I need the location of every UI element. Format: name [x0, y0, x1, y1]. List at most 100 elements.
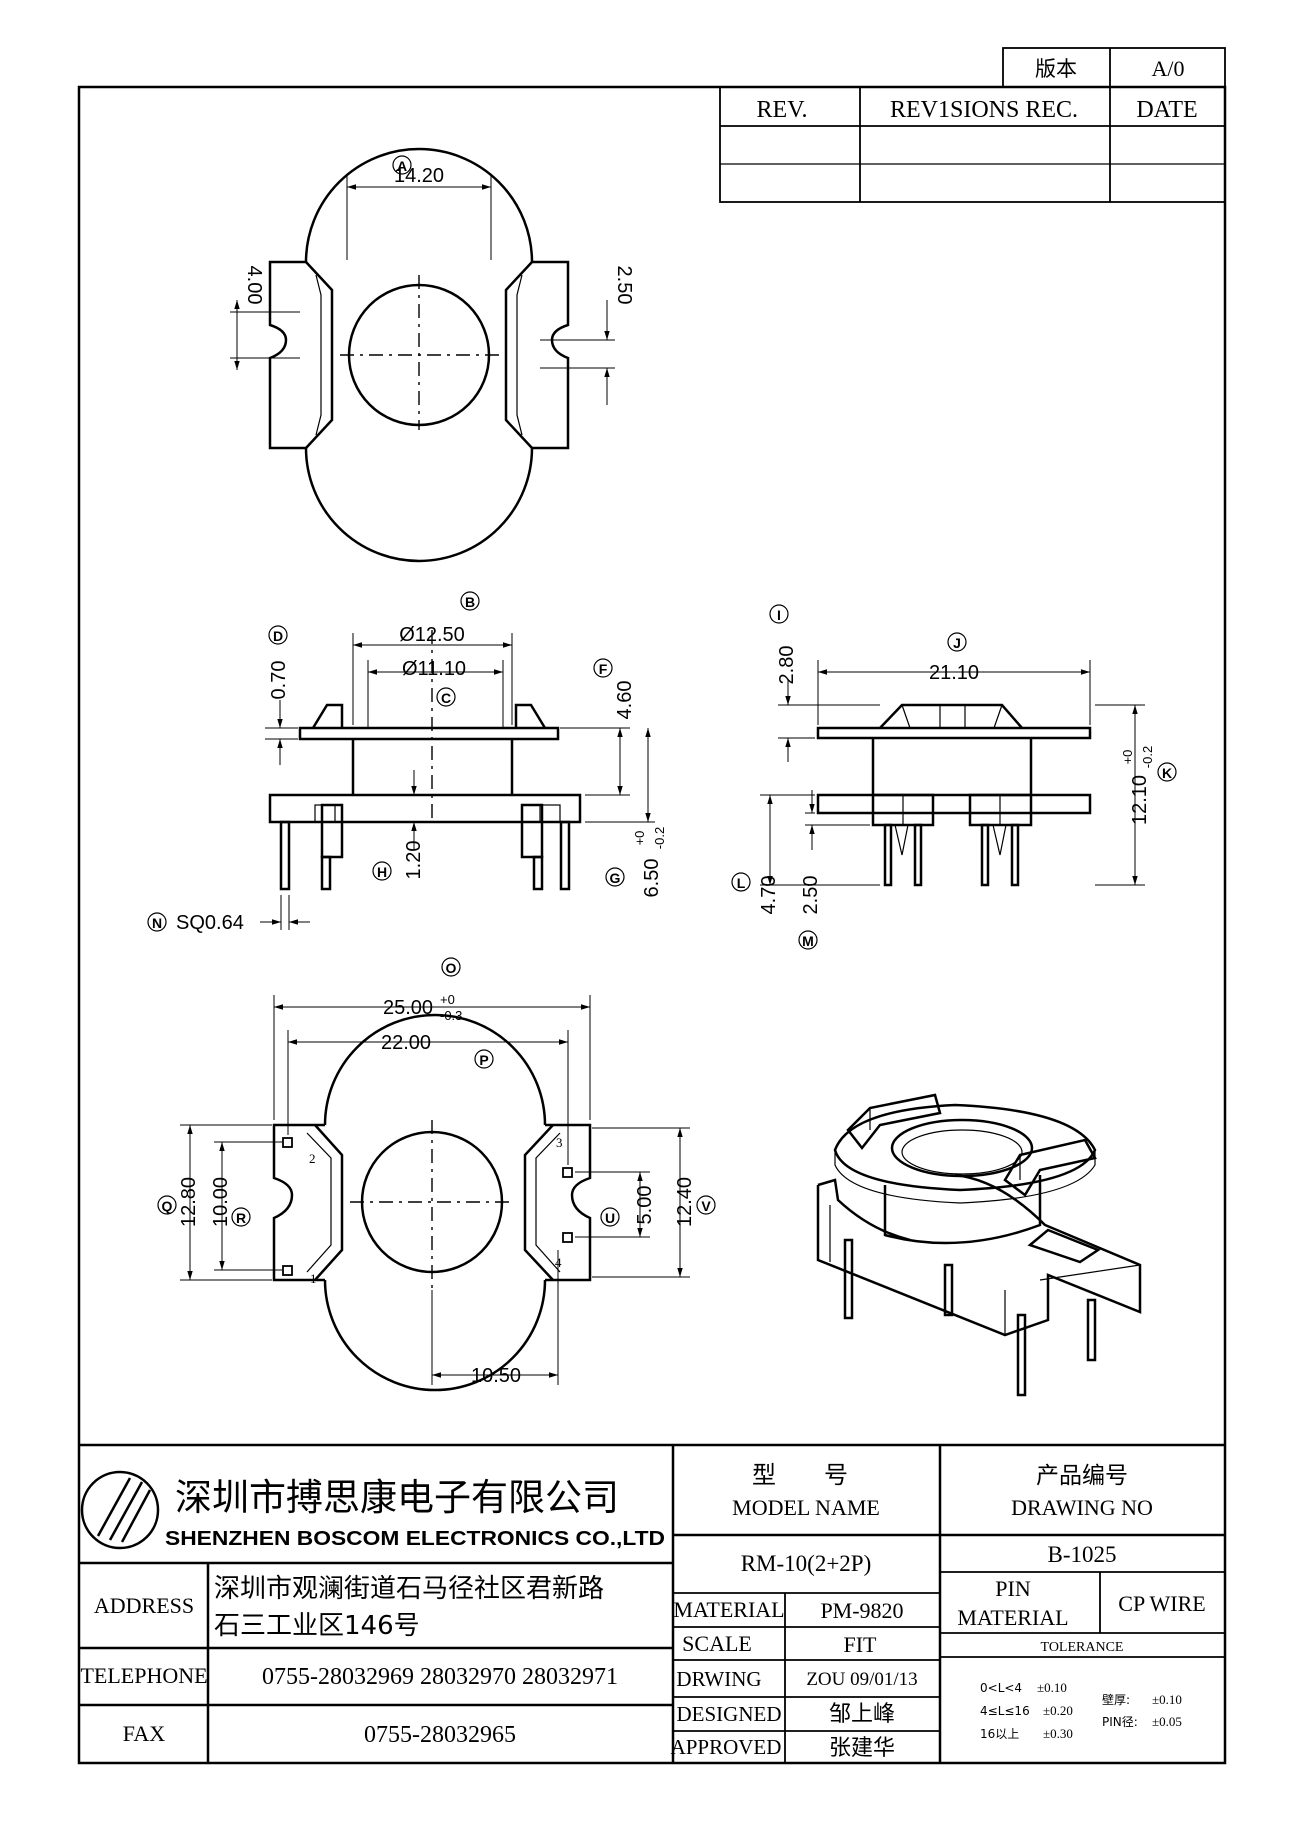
bottom-dim-q: 12.80 — [178, 1177, 200, 1227]
label-u: U — [605, 1210, 615, 1226]
top-view: 14.20 A 4.00 2.50 — [230, 147, 635, 563]
pin-material-label-1: PIN — [995, 1576, 1031, 1601]
label-f: F — [599, 661, 608, 677]
drwing-value: ZOU 09/01/13 — [806, 1669, 917, 1690]
scale-label: SCALE — [682, 1631, 752, 1656]
pin-material-value: CP WIRE — [1118, 1591, 1205, 1616]
fax-label: FAX — [123, 1721, 165, 1746]
revisions-header: REV1SIONS REC. — [890, 97, 1078, 123]
label-p: P — [479, 1052, 488, 1068]
label-b: B — [465, 594, 475, 610]
company-logo — [80, 1470, 160, 1550]
company-name-en: SHENZHEN BOSCOM ELECTRONICS CO.,LTD — [165, 1528, 665, 1550]
scale-value: FIT — [844, 1632, 878, 1657]
bottom-dim-overall-tol-lower: -0.3 — [440, 1008, 462, 1023]
title-block: 深圳市搏思康电子有限公司 SHENZHEN BOSCOM ELECTRONICS… — [79, 1443, 1225, 1763]
pin-material-label-2: MATERIAL — [957, 1605, 1068, 1630]
label-j: J — [953, 635, 961, 651]
model-label-en: MODEL NAME — [732, 1495, 880, 1520]
front-dim-pin: SQ0.64 — [176, 912, 244, 934]
bottom-dim-v: 12.40 — [674, 1177, 696, 1227]
version-label: 版本 — [1035, 57, 1077, 81]
tolerance-range-2: 4≤L≤16 — [980, 1704, 1030, 1718]
tolerance-value-2: ±0.20 — [1043, 1703, 1073, 1718]
approved-label: APPROVED — [671, 1735, 782, 1759]
pin-2: 2 — [309, 1151, 316, 1166]
address-line2: 石三工业区146号 — [214, 1611, 420, 1641]
front-dim-height-f: 4.60 — [614, 681, 636, 720]
label-r: R — [236, 1210, 246, 1226]
tolerance-value-3: ±0.30 — [1043, 1726, 1073, 1741]
label-a: A — [397, 158, 407, 174]
bottom-dim-r: 10.00 — [210, 1177, 232, 1227]
label-l: L — [737, 875, 746, 891]
side-dim-m: 2.50 — [800, 876, 822, 915]
front-view: Ø12.50 Ø11.10 B C D F 0.70 4.60 6.50 +0 … — [147, 591, 667, 934]
pin-3: 3 — [556, 1135, 563, 1150]
label-h: H — [377, 864, 387, 880]
wall-value: ±0.10 — [1152, 1692, 1182, 1707]
address-line1: 深圳市观澜街道石马径社区君新路 — [214, 1574, 604, 1604]
front-dim-total-g-tol-lower: -0.2 — [652, 827, 667, 849]
designed-value: 邹上峰 — [829, 1702, 895, 1727]
label-n: N — [152, 915, 162, 931]
side-dim-top: 2.80 — [776, 646, 798, 685]
address-label: ADDRESS — [94, 1593, 194, 1618]
drwing-label: DRWING — [676, 1667, 761, 1691]
version-value: A/0 — [1152, 56, 1185, 81]
label-k: K — [1162, 765, 1172, 781]
side-dim-width: 21.10 — [929, 662, 979, 684]
bottom-dim-pitch: 22.00 — [381, 1032, 431, 1054]
revision-block: 版本 A/0 REV. REV1SIONS REC. DATE — [719, 47, 1226, 203]
label-g: G — [610, 870, 621, 886]
side-dim-l: 4.70 — [758, 876, 780, 915]
company-name-cn: 深圳市搏思康电子有限公司 — [175, 1476, 619, 1519]
date-header: DATE — [1136, 97, 1197, 123]
tolerance-label: TOLERANCE — [1041, 1640, 1124, 1655]
bottom-dim-overall-tol-upper: +0 — [440, 992, 455, 1007]
bottom-view: 1 2 3 4 25.00 +0 -0.3 O 22.00 P 12.80 Q … — [157, 957, 716, 1392]
model-label-cn: 型 号 — [752, 1461, 848, 1489]
drawing-no-value: B-1025 — [1048, 1542, 1117, 1567]
label-o: O — [446, 960, 457, 976]
label-m: M — [802, 933, 814, 949]
side-view: 21.10 J I 2.80 12.10 +0 -0.2 K 4.70 L 2.… — [731, 604, 1177, 950]
pin-1: 1 — [310, 1271, 317, 1286]
top-dim-width: 14.20 — [394, 165, 444, 187]
telephone-label: TELEPHONE — [80, 1663, 207, 1688]
rev-header: REV. — [757, 97, 808, 123]
designed-label: DESIGNED — [677, 1702, 782, 1726]
label-v: V — [701, 1198, 711, 1214]
pin-dia-label: PIN径: — [1102, 1715, 1138, 1729]
wall-label: 壁厚: — [1102, 1692, 1130, 1707]
material-label: MATERIAL — [673, 1597, 784, 1622]
drawing-border — [77, 85, 1227, 1765]
material-value: PM-9820 — [820, 1598, 903, 1623]
tolerance-value-1: ±0.10 — [1037, 1680, 1067, 1695]
front-dim-flange: 0.70 — [268, 661, 290, 700]
side-dim-height-k-tol-upper: +0 — [1120, 750, 1135, 765]
bottom-dim-overall: 25.00 — [383, 997, 433, 1019]
fax-value: 0755-28032965 — [364, 1722, 516, 1748]
pin-dia-value: ±0.05 — [1152, 1714, 1182, 1729]
bottom-dim-bottom: 10.50 — [471, 1365, 521, 1387]
front-dim-base: 1.20 — [403, 841, 425, 880]
bottom-dim-u: 5.00 — [634, 1186, 656, 1225]
label-c: C — [441, 690, 451, 706]
approved-value: 张建华 — [829, 1736, 895, 1761]
model-value: RM-10(2+2P) — [741, 1551, 872, 1576]
front-dim-outer-dia: Ø12.50 — [399, 624, 465, 646]
label-d: D — [273, 628, 283, 644]
side-dim-height-k-tol-lower: -0.2 — [1140, 746, 1155, 768]
tolerance-range-1: 0<L<4 — [980, 1681, 1022, 1695]
label-q: Q — [162, 1198, 173, 1214]
telephone-value: 0755-28032969 28032970 28032971 — [262, 1664, 618, 1690]
isometric-view — [816, 1093, 1142, 1397]
top-dim-left: 4.00 — [243, 266, 265, 305]
top-dim-right: 2.50 — [613, 266, 635, 305]
front-dim-inner-dia: Ø11.10 — [402, 658, 466, 680]
front-dim-total-g-tol-upper: +0 — [632, 831, 647, 846]
front-dim-total-g: 6.50 — [641, 859, 663, 898]
drawing-no-label-cn: 产品编号 — [1036, 1463, 1128, 1489]
